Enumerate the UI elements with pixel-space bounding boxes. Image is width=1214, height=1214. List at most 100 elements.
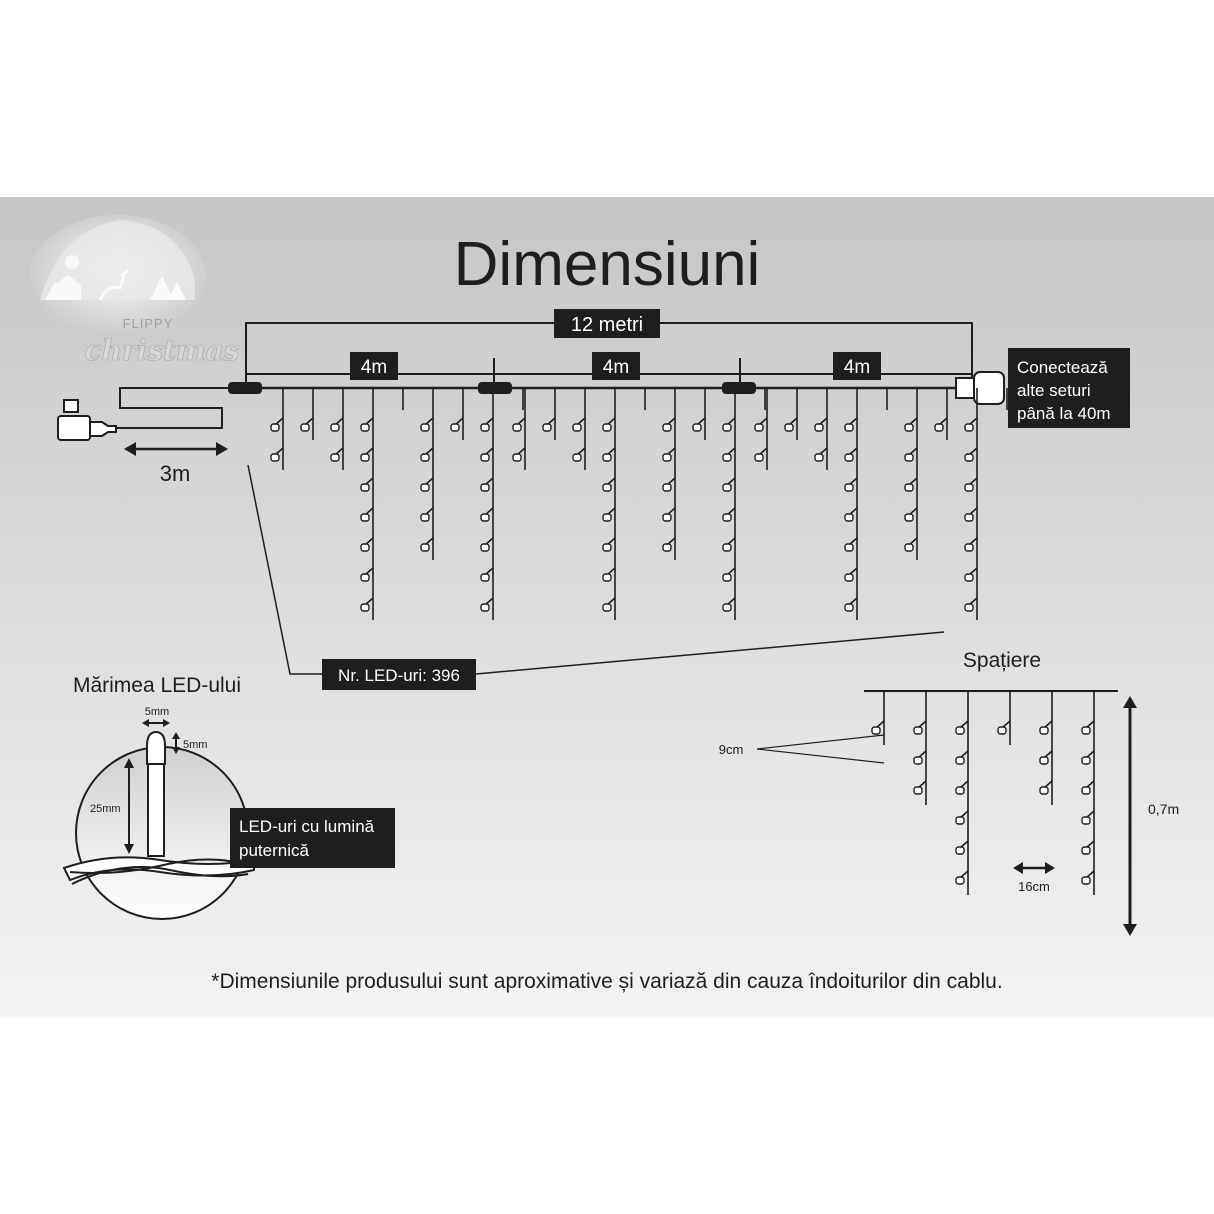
led-bulb bbox=[722, 573, 732, 582]
led-bulb bbox=[420, 423, 430, 432]
led-bulb bbox=[964, 483, 974, 492]
led-bulb bbox=[602, 543, 612, 552]
horizontal-gap-label: 16cm bbox=[1018, 879, 1050, 894]
led-feature-line-1: LED-uri cu lumină bbox=[239, 817, 375, 836]
led-bulb bbox=[1039, 786, 1049, 795]
led-bulb bbox=[602, 603, 612, 612]
led-bulb bbox=[1081, 876, 1091, 885]
led-bulb bbox=[572, 423, 582, 432]
led-bulb bbox=[913, 786, 923, 795]
led-bulb bbox=[844, 483, 854, 492]
led-feature-line-2: puternică bbox=[239, 841, 309, 860]
power-adapter-icon bbox=[57, 399, 117, 441]
led-bulb bbox=[1081, 726, 1091, 735]
led-bulb bbox=[420, 453, 430, 462]
led-bulb bbox=[512, 453, 522, 462]
led-dimension-arrows bbox=[124, 719, 180, 854]
led-bulb bbox=[360, 423, 370, 432]
drop-length-label: 0,7m bbox=[1148, 801, 1179, 817]
led-bulb bbox=[450, 423, 460, 432]
led-bulb bbox=[904, 423, 914, 432]
led-bulb bbox=[480, 453, 490, 462]
svg-text:christmas: christmas bbox=[84, 334, 239, 367]
led-bulb bbox=[480, 423, 490, 432]
led-bulb bbox=[964, 543, 974, 552]
led-count-label: Nr. LED-uri: 396 bbox=[338, 666, 460, 685]
led-bulb bbox=[955, 726, 965, 735]
led-bulb bbox=[662, 453, 672, 462]
led-bulb bbox=[754, 453, 764, 462]
led-bulb bbox=[964, 603, 974, 612]
page-title: Dimensiuni bbox=[454, 230, 761, 299]
led-bulb bbox=[360, 513, 370, 522]
vertical-gap-label: 9cm bbox=[719, 742, 744, 757]
led-bulb bbox=[420, 543, 430, 552]
led-feature-box bbox=[230, 808, 395, 868]
lead-length-label: 3m bbox=[160, 461, 191, 486]
led-bulb bbox=[480, 483, 490, 492]
led-bulb bbox=[722, 603, 732, 612]
segment-connectors bbox=[228, 382, 756, 394]
led-bulb bbox=[480, 543, 490, 552]
led-bulb bbox=[722, 423, 732, 432]
led-bulb bbox=[722, 543, 732, 552]
led-bulb bbox=[602, 423, 612, 432]
led-bulb bbox=[330, 423, 340, 432]
led-bulb bbox=[754, 423, 764, 432]
total-length-label: 12 metri bbox=[571, 314, 643, 336]
led-bulb bbox=[330, 453, 340, 462]
led-bulb bbox=[420, 483, 430, 492]
led-bulb bbox=[480, 573, 490, 582]
led-bulb bbox=[662, 513, 672, 522]
led-bulb bbox=[1081, 816, 1091, 825]
connect-note-box bbox=[1008, 348, 1130, 428]
led-bulb bbox=[844, 513, 854, 522]
led-bulb bbox=[844, 423, 854, 432]
led-bulb bbox=[662, 423, 672, 432]
spacing-heading: Spațiere bbox=[963, 649, 1041, 672]
led-bulb bbox=[955, 846, 965, 855]
led-bulb bbox=[602, 453, 612, 462]
led-bulb bbox=[602, 513, 612, 522]
segment-label-3: 4m bbox=[844, 357, 870, 378]
led-bulb bbox=[1081, 756, 1091, 765]
led-bulb bbox=[602, 483, 612, 492]
led-bulb bbox=[1039, 756, 1049, 765]
drop-length-arrow bbox=[1123, 696, 1137, 936]
led-bulb bbox=[360, 603, 370, 612]
led-bulb bbox=[814, 453, 824, 462]
led-bulb bbox=[572, 453, 582, 462]
led-bulb bbox=[722, 483, 732, 492]
led-size-heading: Mărimea LED-ului bbox=[73, 674, 241, 697]
led-bulb bbox=[360, 453, 370, 462]
led-bulb bbox=[1039, 726, 1049, 735]
led-bulb bbox=[934, 423, 944, 432]
led-bulb bbox=[602, 573, 612, 582]
led-bulb bbox=[964, 513, 974, 522]
led-bulb bbox=[480, 603, 490, 612]
led-bulb bbox=[871, 726, 881, 735]
segment-label-2: 4m bbox=[603, 357, 629, 378]
led-bulb bbox=[904, 543, 914, 552]
led-bulb bbox=[955, 786, 965, 795]
segment-labels: 4m 4m 4m bbox=[350, 352, 881, 380]
led-bulb bbox=[913, 756, 923, 765]
led-bulb bbox=[997, 726, 1007, 735]
led-bulb bbox=[722, 513, 732, 522]
connect-note-line-3: până la 40m bbox=[1017, 404, 1111, 423]
led-bulb bbox=[722, 453, 732, 462]
led-bulb bbox=[512, 423, 522, 432]
led-bulb bbox=[542, 423, 552, 432]
connect-note-line-2: alte seturi bbox=[1017, 381, 1091, 400]
led-bulb bbox=[270, 423, 280, 432]
horizontal-gap-arrow bbox=[1013, 862, 1055, 874]
led-bulb bbox=[964, 573, 974, 582]
led-bulb bbox=[480, 513, 490, 522]
led-width-label: 5mm bbox=[145, 706, 169, 718]
led-bulb bbox=[904, 453, 914, 462]
led-bulb bbox=[360, 543, 370, 552]
led-bulb bbox=[692, 423, 702, 432]
connect-note-line-1: Conectează bbox=[1017, 358, 1108, 377]
led-bulb bbox=[360, 573, 370, 582]
